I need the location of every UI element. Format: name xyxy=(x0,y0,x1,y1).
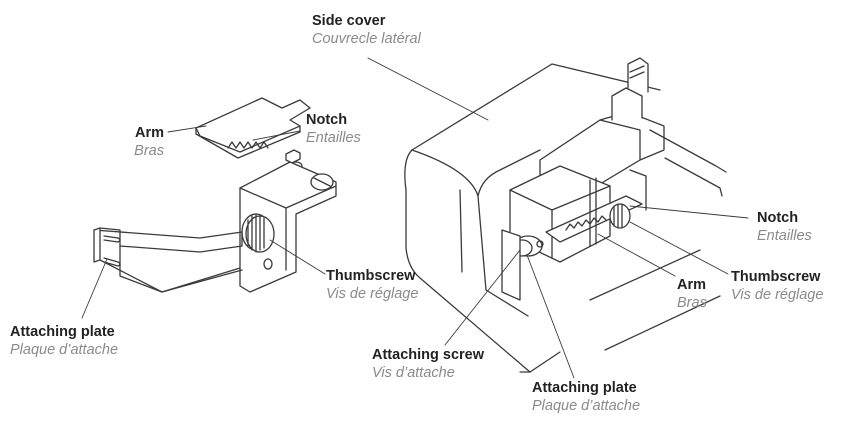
label-arm-left: Arm Bras xyxy=(100,124,164,160)
label-attaching-plate-right-en: Attaching plate xyxy=(532,380,637,396)
left-attachment-drawing xyxy=(93,97,337,293)
label-arm-left-en: Arm xyxy=(134,125,164,141)
label-arm-right-fr: Bras xyxy=(677,295,707,311)
label-arm-right-en: Arm xyxy=(677,277,707,293)
label-attaching-plate-right-fr: Plaque d’attache xyxy=(532,398,641,414)
label-notch-right-fr: Entailles xyxy=(757,228,812,244)
label-arm-left-fr: Bras xyxy=(134,143,164,159)
label-attaching-screw-fr: Vis d’attache xyxy=(372,365,455,381)
label-thumbscrew-left-en: Thumbscrew xyxy=(326,268,416,284)
label-attaching-plate-left-fr: Plaque d’attache xyxy=(10,342,119,358)
right-leader-lines xyxy=(367,57,749,379)
label-thumbscrew-left-fr: Vis de réglage xyxy=(326,286,419,302)
label-notch-left-fr: Entailles xyxy=(306,130,361,146)
label-side-cover-en: Side cover xyxy=(312,13,386,29)
label-notch-left: Notch Entailles xyxy=(306,111,361,147)
label-attaching-screw-en: Attaching screw xyxy=(372,347,484,363)
label-side-cover-fr: Couvrecle latéral xyxy=(312,31,421,47)
label-thumbscrew-right: Thumbscrew Vis de réglage xyxy=(731,268,823,304)
left-leader-lines xyxy=(81,125,326,319)
label-attaching-plate-right: Attaching plate Plaque d’attache xyxy=(532,379,640,415)
label-attaching-plate-left-en: Attaching plate xyxy=(10,324,115,340)
label-notch-right: Notch Entailles xyxy=(757,209,812,245)
right-machine-drawing xyxy=(404,57,727,373)
label-thumbscrew-right-en: Thumbscrew xyxy=(731,269,821,285)
label-arm-right: Arm Bras xyxy=(677,276,707,312)
label-attaching-plate-left: Attaching plate Plaque d’attache xyxy=(10,323,118,359)
label-notch-right-en: Notch xyxy=(757,210,799,226)
label-notch-left-en: Notch xyxy=(306,112,348,128)
label-side-cover: Side cover Couvrecle latéral xyxy=(312,12,421,48)
label-attaching-screw: Attaching screw Vis d’attache xyxy=(372,346,484,382)
label-thumbscrew-right-fr: Vis de réglage xyxy=(731,287,824,303)
label-thumbscrew-left: Thumbscrew Vis de réglage xyxy=(326,267,418,303)
